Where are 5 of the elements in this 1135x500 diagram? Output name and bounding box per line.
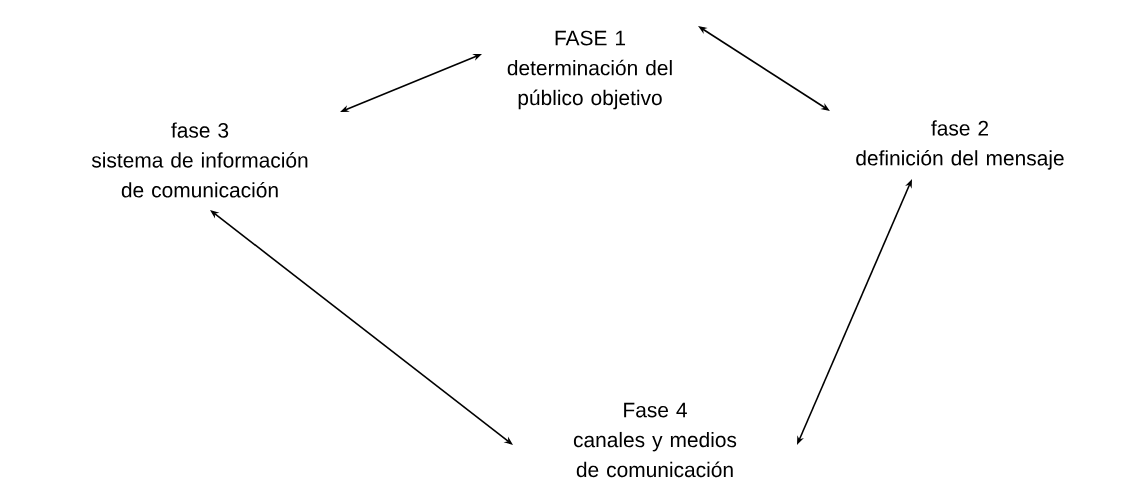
phase-label: Fase 4 canales y medios de comunicación	[573, 402, 737, 478]
phase-label: fase 2 definición del mensaje	[856, 120, 1064, 170]
phase-label: fase 3 sistema de información de comunicación	[91, 122, 308, 198]
phase-label: FASE 1 determinación del público objetivo	[507, 30, 672, 110]
double-arrow	[210, 210, 513, 445]
